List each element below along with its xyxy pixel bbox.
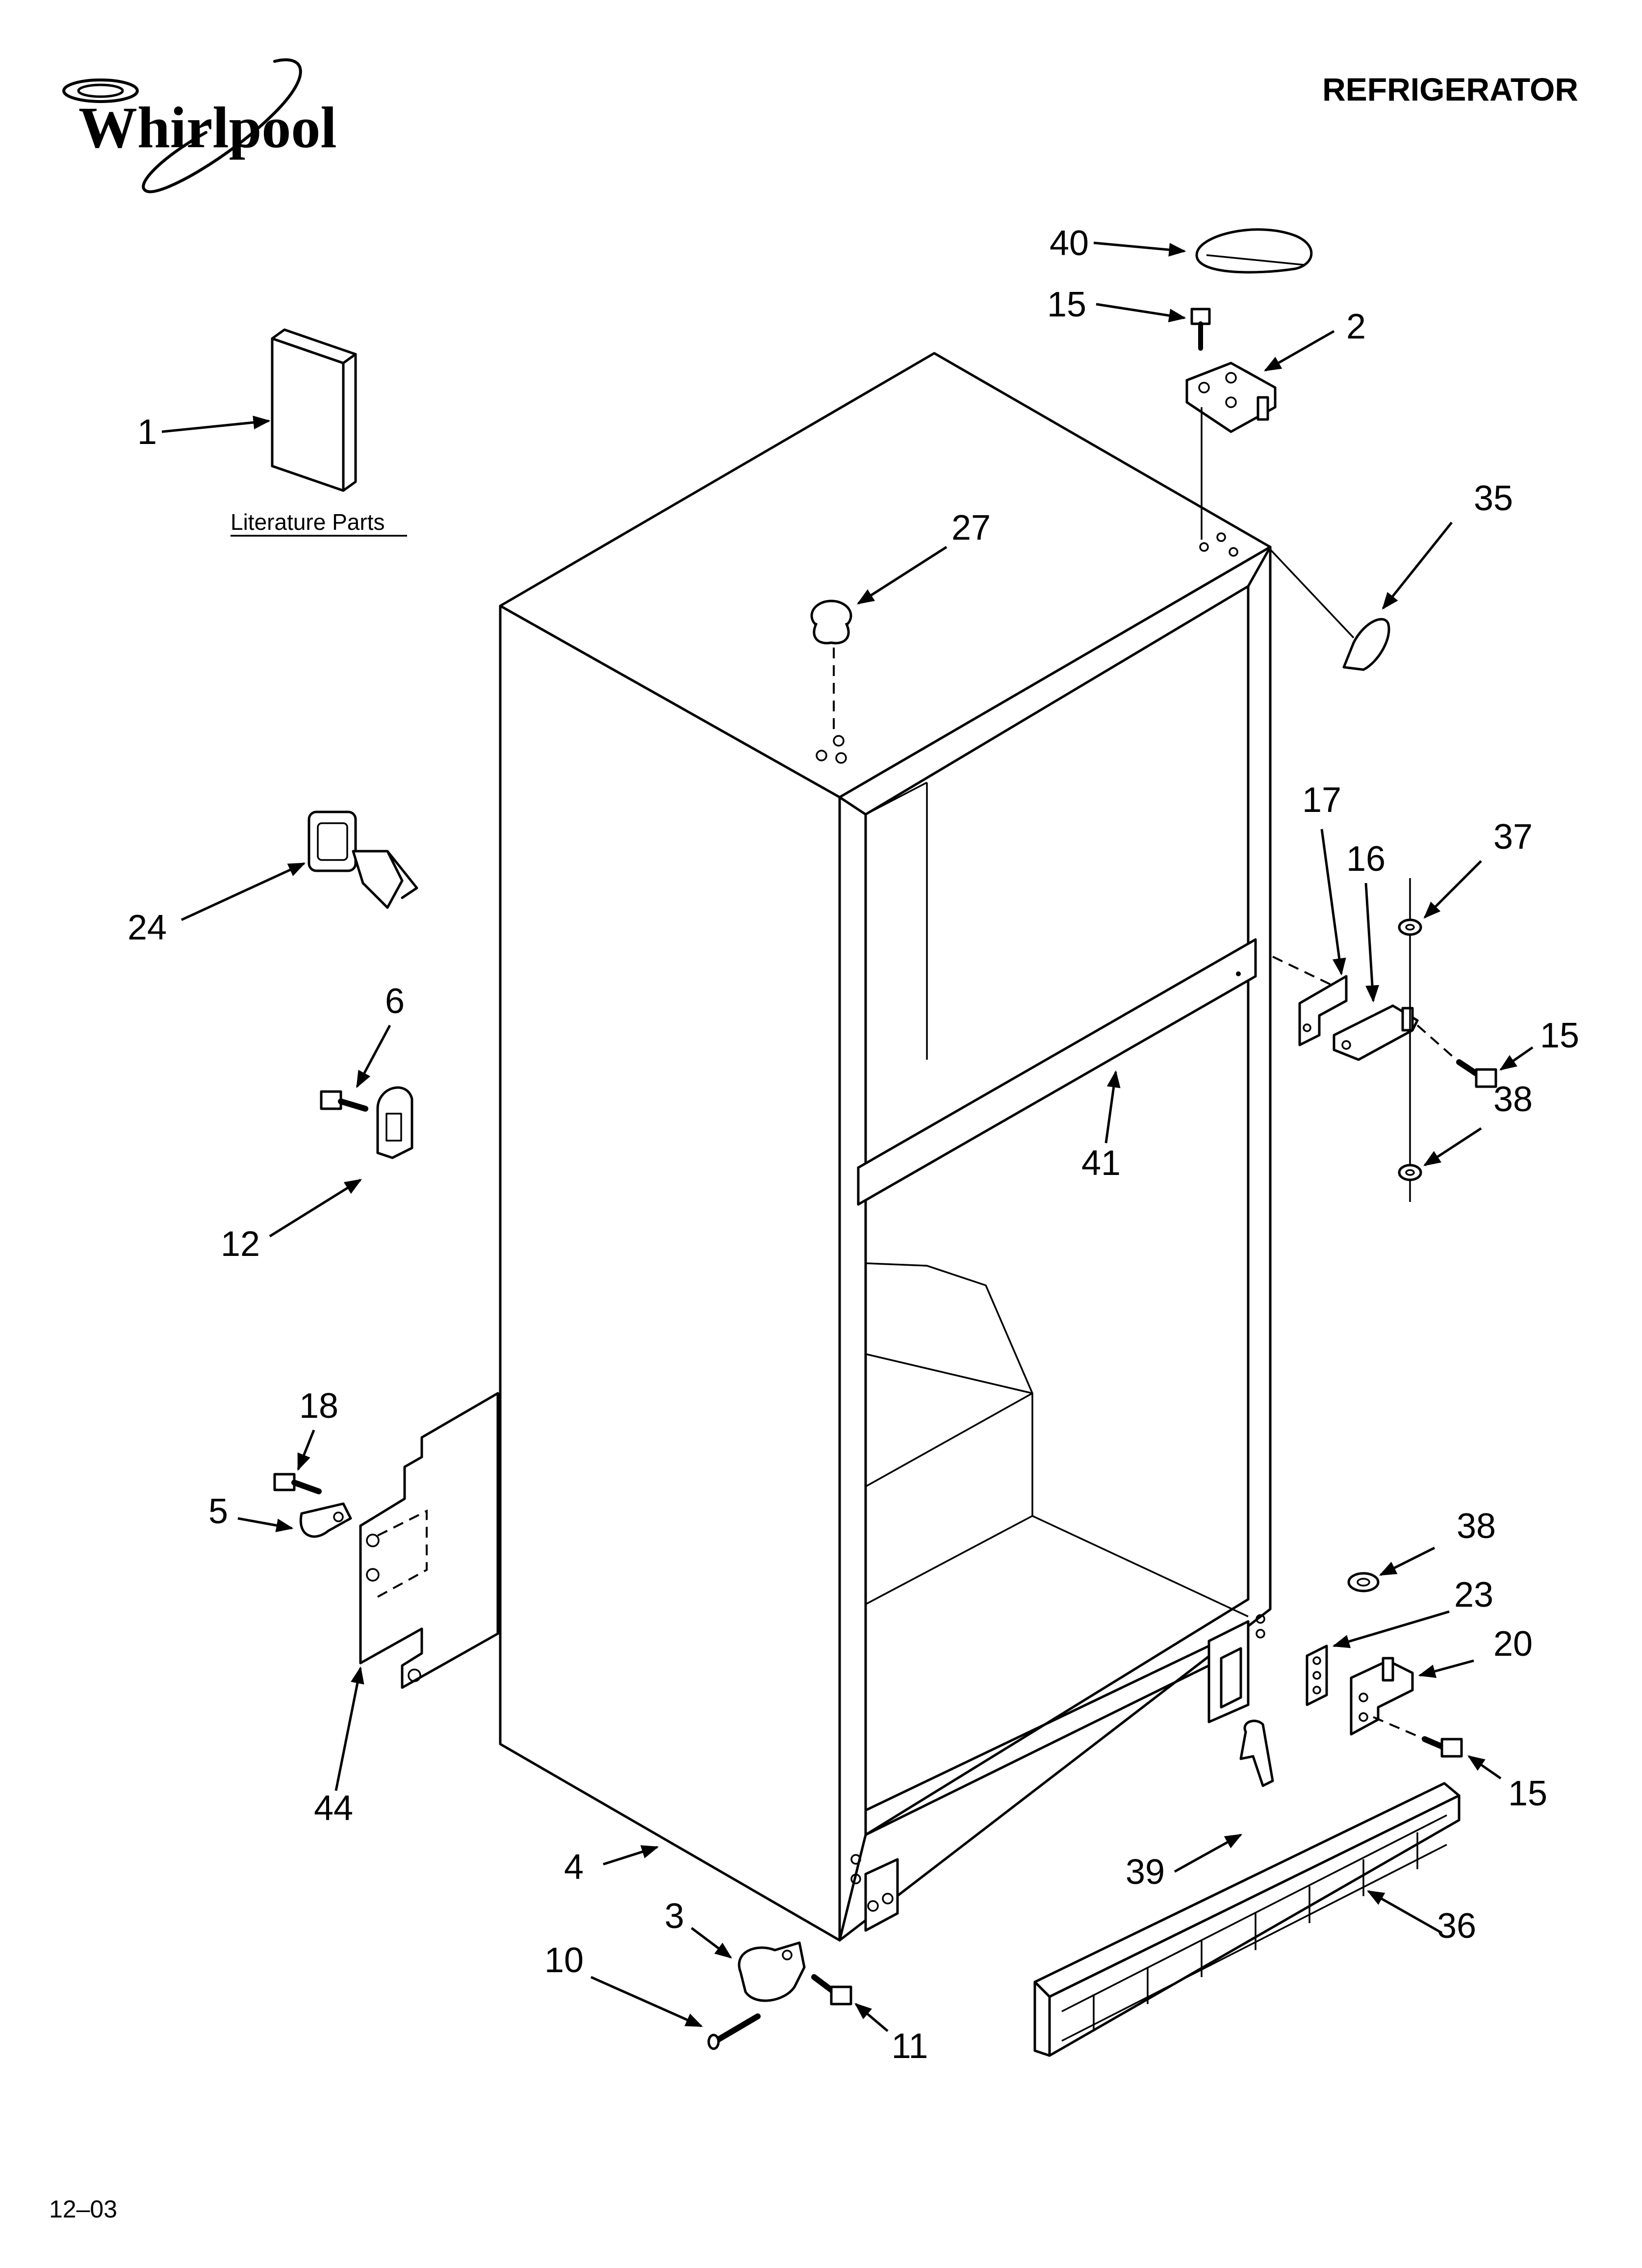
part-37-washer: 37: [1398, 817, 1533, 1202]
callout-41: 41: [1081, 1144, 1121, 1183]
part-11-screw: 11: [811, 1974, 928, 2066]
part-20-bottom-hinge: 20: [1350, 1624, 1533, 1736]
part-10-pin: 10: [544, 1941, 761, 2050]
part-18-screw: 18: [273, 1386, 338, 1494]
callout-15-top: 15: [1047, 285, 1086, 324]
part-3-roller-bracket: 3: [665, 1897, 806, 2002]
callout-18: 18: [299, 1386, 338, 1426]
callout-40: 40: [1050, 224, 1089, 263]
callout-3: 3: [665, 1897, 684, 1936]
page-title: REFRIGERATOR: [1322, 71, 1578, 107]
callout-20: 20: [1493, 1624, 1533, 1664]
date-code: 12–03: [49, 2195, 117, 2223]
callout-36: 36: [1437, 1906, 1476, 1946]
callout-38-bottom: 38: [1457, 1507, 1496, 1546]
callout-17: 17: [1302, 781, 1341, 820]
part-12-bracket: 12: [221, 1086, 413, 1264]
grille-slots: [1093, 1832, 1418, 2031]
part-15-center-screw: 15: [1416, 1016, 1579, 1088]
callout-12: 12: [221, 1225, 260, 1264]
callout-27: 27: [951, 508, 991, 547]
part-15-bottom-screw: 15: [1373, 1716, 1547, 1813]
part-24-door-stop: 24: [128, 810, 418, 947]
callout-6: 6: [385, 982, 405, 1021]
part-2-top-hinge: 2: [1185, 307, 1366, 540]
callout-24: 24: [128, 908, 167, 947]
part-5-clamp: 5: [208, 1492, 352, 1538]
part-15-top-screw: 15: [1047, 285, 1211, 351]
callout-35: 35: [1474, 479, 1513, 518]
callout-15-center: 15: [1540, 1016, 1579, 1055]
callout-5: 5: [208, 1492, 228, 1531]
part-35-hinge-cover: 35: [1269, 479, 1513, 671]
callout-39: 39: [1126, 1852, 1165, 1892]
brand-wordmark: Whirlpool: [78, 95, 337, 160]
part-17-center-hinge-shim: 17: [1272, 781, 1348, 1046]
callout-4: 4: [564, 1848, 584, 1887]
part-44-panel: 44: [314, 1392, 499, 1828]
part-40-cap: 40: [1050, 224, 1313, 274]
callout-1: 1: [137, 413, 157, 452]
part-1-literature: 1 Literature Parts: [137, 328, 407, 537]
part-38-washer-bottom: 38: [1347, 1507, 1496, 1592]
callout-2: 2: [1346, 307, 1366, 346]
part-23-hinge-shim: 23: [1306, 1575, 1493, 1706]
callout-16: 16: [1346, 839, 1385, 879]
part-27-plug: 27: [810, 508, 991, 731]
callout-15-bottom: 15: [1508, 1774, 1547, 1813]
callout-23: 23: [1454, 1575, 1493, 1615]
whirlpool-logo: Whirlpool: [62, 58, 337, 193]
callout-44: 44: [314, 1789, 353, 1828]
part-39-clip: 39: [1126, 1720, 1274, 1892]
literature-parts-label: Literature Parts: [231, 509, 385, 535]
part-38-washer-center: 38: [1398, 1080, 1533, 1181]
part-6-screw: 6: [320, 982, 405, 1112]
callout-37: 37: [1493, 817, 1533, 857]
cabinet: [499, 352, 1272, 1942]
callout-10: 10: [544, 1941, 584, 1980]
part-36-toe-grille: 36: [1033, 1782, 1476, 2057]
callout-38-center: 38: [1493, 1080, 1533, 1119]
part-16-center-hinge: 16: [1333, 839, 1419, 1061]
callout-11: 11: [892, 2027, 928, 2066]
